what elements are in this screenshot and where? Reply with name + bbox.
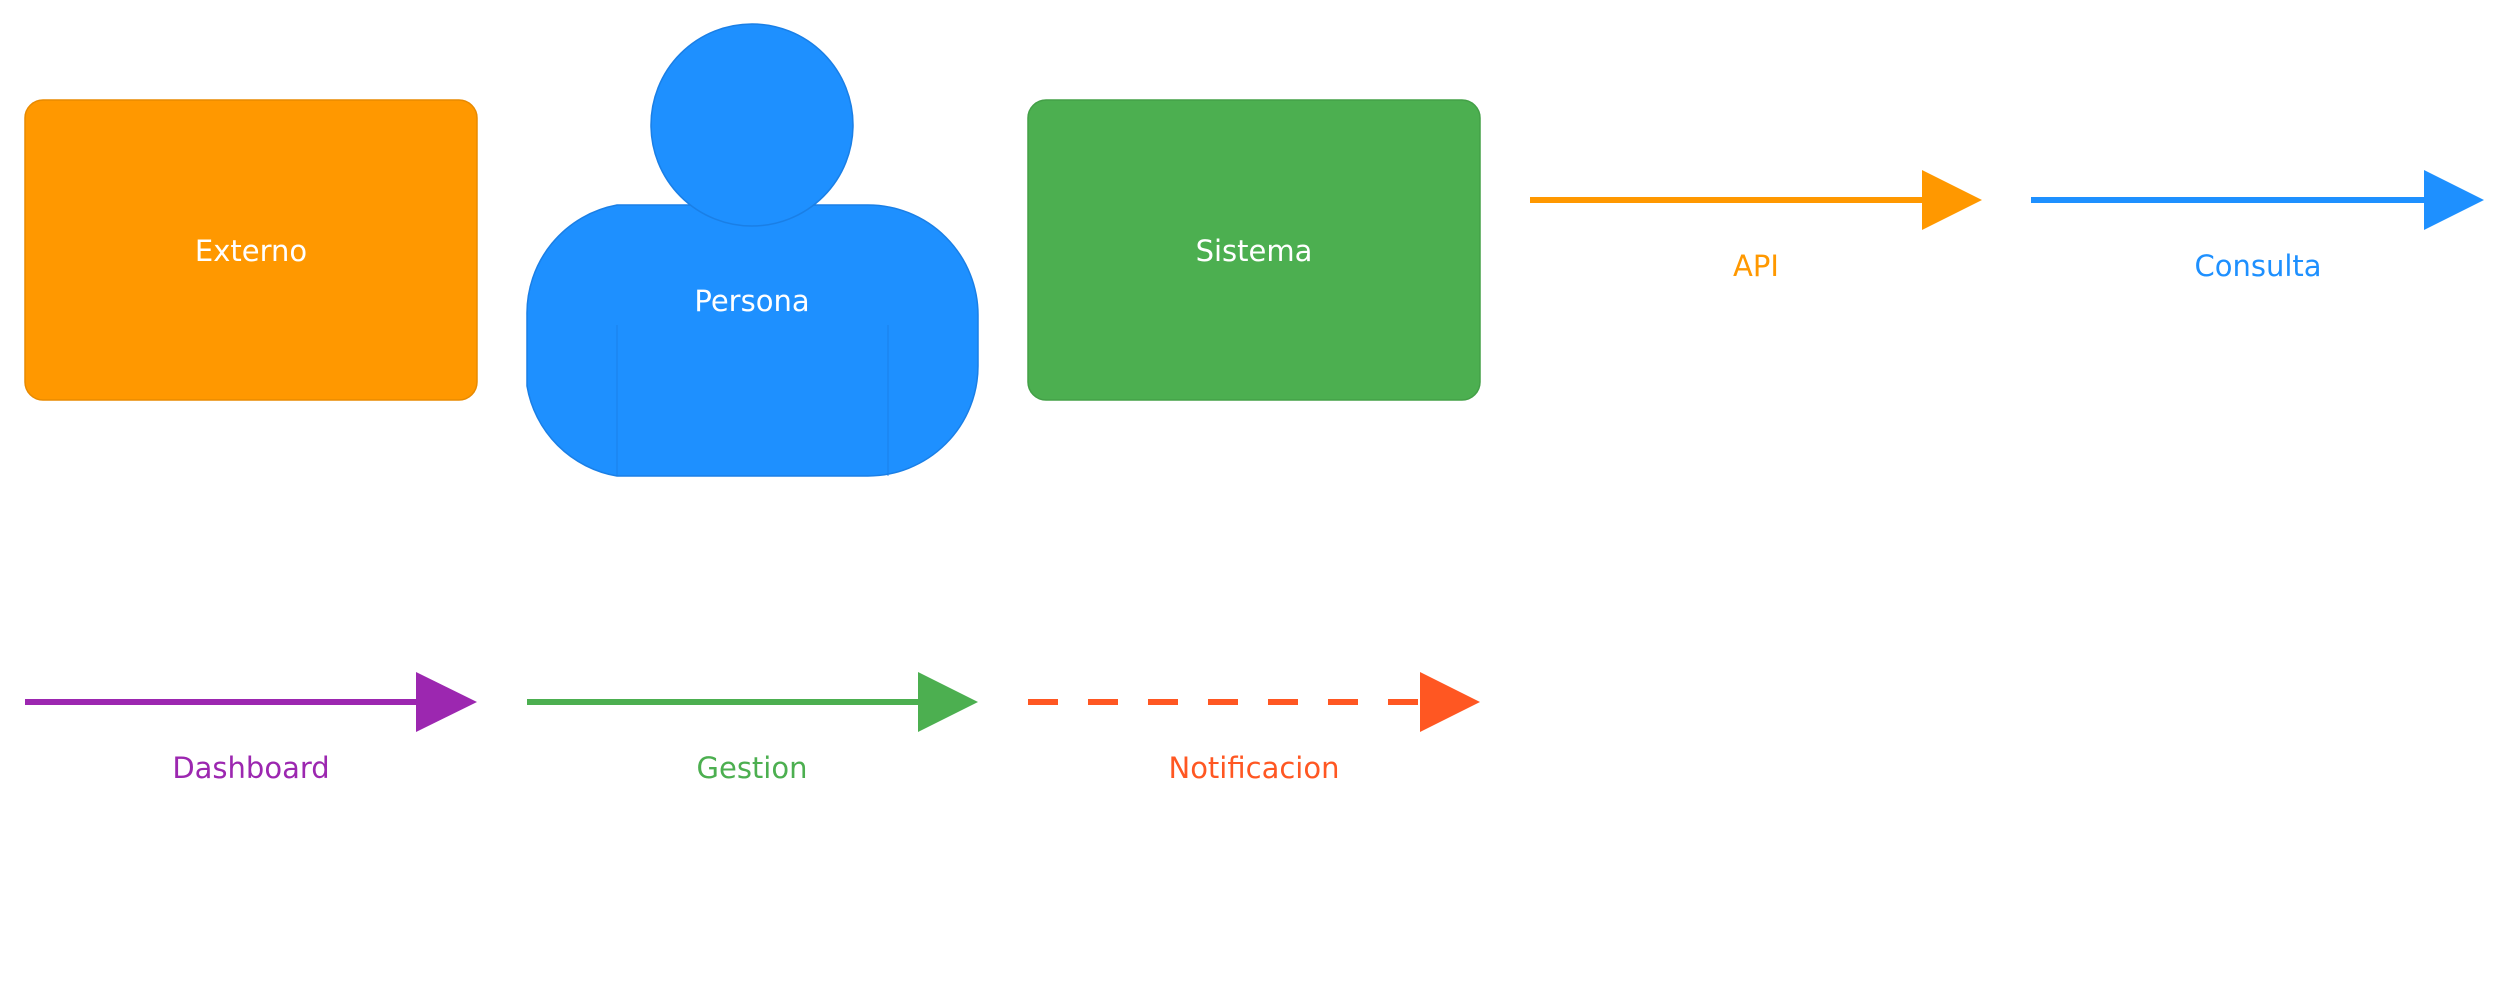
api-label: API (1733, 249, 1779, 283)
consulta-arrowhead (2424, 170, 2484, 230)
gestion-arrowhead (918, 672, 978, 732)
dashboard-arrowhead (416, 672, 477, 732)
externo-label: Externo (195, 234, 307, 268)
node-sistema[interactable]: Sistema (1027, 99, 1481, 401)
persona-head-shape (650, 23, 854, 227)
externo-shape (24, 99, 478, 401)
node-externo[interactable]: Externo (24, 99, 478, 401)
edge-gestion[interactable]: Gestion (527, 672, 978, 785)
notificacion-label: Notificacion (1169, 751, 1340, 785)
sistema-label: Sistema (1196, 234, 1313, 268)
node-persona[interactable]: Persona (526, 23, 979, 477)
edge-notificacion[interactable]: Notificacion (1028, 672, 1480, 785)
persona-label: Persona (694, 284, 809, 318)
edge-consulta[interactable]: Consulta (2031, 170, 2484, 283)
persona-body-shape (526, 204, 979, 477)
sistema-shape (1027, 99, 1481, 401)
edge-dashboard[interactable]: Dashboard (25, 672, 477, 785)
consulta-label: Consulta (2194, 249, 2321, 283)
api-arrowhead (1922, 170, 1982, 230)
notificacion-arrowhead (1420, 672, 1480, 732)
edge-api[interactable]: API (1530, 170, 1982, 283)
dashboard-label: Dashboard (172, 751, 329, 785)
gestion-label: Gestion (697, 751, 808, 785)
